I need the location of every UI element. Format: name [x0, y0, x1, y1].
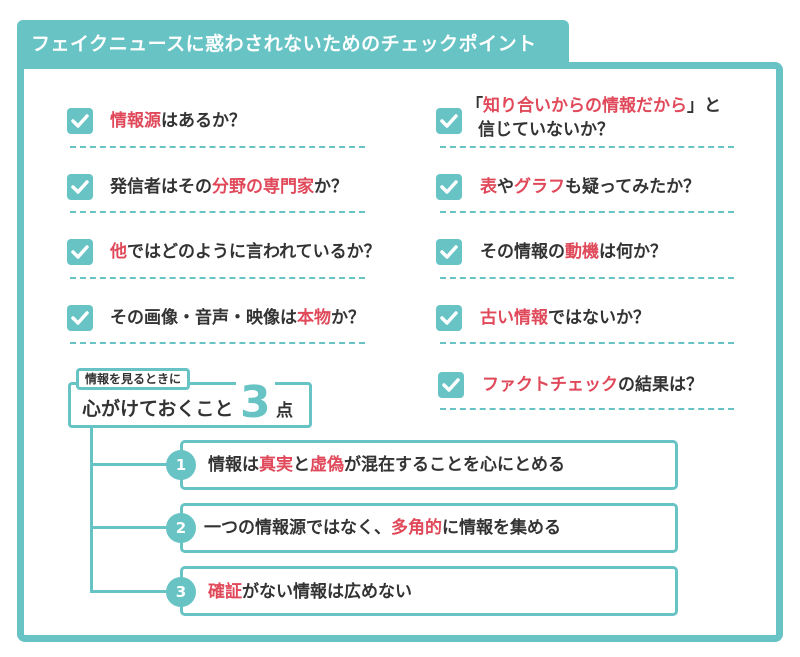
point-item-2: [180, 503, 678, 553]
three-points-subtitle: 情報を見るときに: [76, 368, 191, 390]
checkbox-checked-icon[interactable]: [436, 305, 462, 331]
tree-connector-2: [90, 526, 170, 529]
point-item-3: [180, 566, 678, 616]
check-label: 発信者はその分野の専門家か？: [110, 177, 348, 197]
checkbox-checked-icon[interactable]: [436, 174, 462, 200]
three-points-heading: 心がけておくこと: [82, 398, 234, 420]
point-item-1: [180, 440, 678, 490]
dashed-divider: [440, 146, 734, 148]
number-badge-1: 1: [166, 450, 196, 480]
check-label: 古い情報ではないか？: [480, 308, 650, 328]
dashed-divider: [70, 146, 365, 148]
tree-connector-3: [90, 590, 170, 593]
tree-connector-vertical: [90, 428, 93, 593]
checkbox-checked-icon[interactable]: [67, 239, 93, 265]
check-label: ファクトチェックの結果は？: [482, 375, 703, 395]
checkbox-checked-icon[interactable]: [67, 108, 93, 134]
dashed-divider: [440, 342, 734, 344]
three-points-suffix: 点: [276, 401, 293, 421]
checklist-frame: [17, 62, 783, 642]
check-label-line2: 信じていないか？: [478, 120, 614, 140]
check-label: 表やグラフも疑ってみたか？: [480, 177, 701, 197]
number-badge-3: 3: [166, 577, 196, 607]
check-label: その情報の動機は何か？: [480, 242, 667, 262]
dashed-divider: [70, 211, 365, 213]
check-label: 情報源はあるか？: [110, 111, 246, 131]
check-label: 他ではどのように言われているか？: [110, 242, 381, 262]
dashed-divider: [440, 408, 734, 410]
point-text-1: 情報は真実と虚偽が混在することを心にとめる: [208, 455, 565, 475]
dashed-divider: [70, 342, 365, 344]
dashed-divider: [70, 277, 365, 279]
checkbox-checked-icon[interactable]: [67, 305, 93, 331]
checkbox-checked-icon[interactable]: [436, 108, 462, 134]
checkbox-checked-icon[interactable]: [438, 372, 464, 398]
checkbox-checked-icon[interactable]: [436, 239, 462, 265]
check-label: 「知り合いからの情報だから」と: [466, 96, 721, 116]
point-text-3: 確証がない情報は広めない: [208, 582, 412, 602]
dashed-divider: [440, 211, 734, 213]
checkbox-checked-icon[interactable]: [67, 174, 93, 200]
page-title: フェイクニュースに惑わされないためのチェックポイント: [17, 20, 569, 66]
dashed-divider: [440, 277, 734, 279]
number-badge-2: 2: [166, 513, 196, 543]
check-label: その画像・音声・映像は本物か？: [110, 308, 365, 328]
point-text-2: 一つの情報源ではなく、多角的に情報を集める: [204, 518, 561, 538]
tree-connector-1: [90, 463, 170, 466]
three-points-number: 3: [236, 381, 275, 425]
